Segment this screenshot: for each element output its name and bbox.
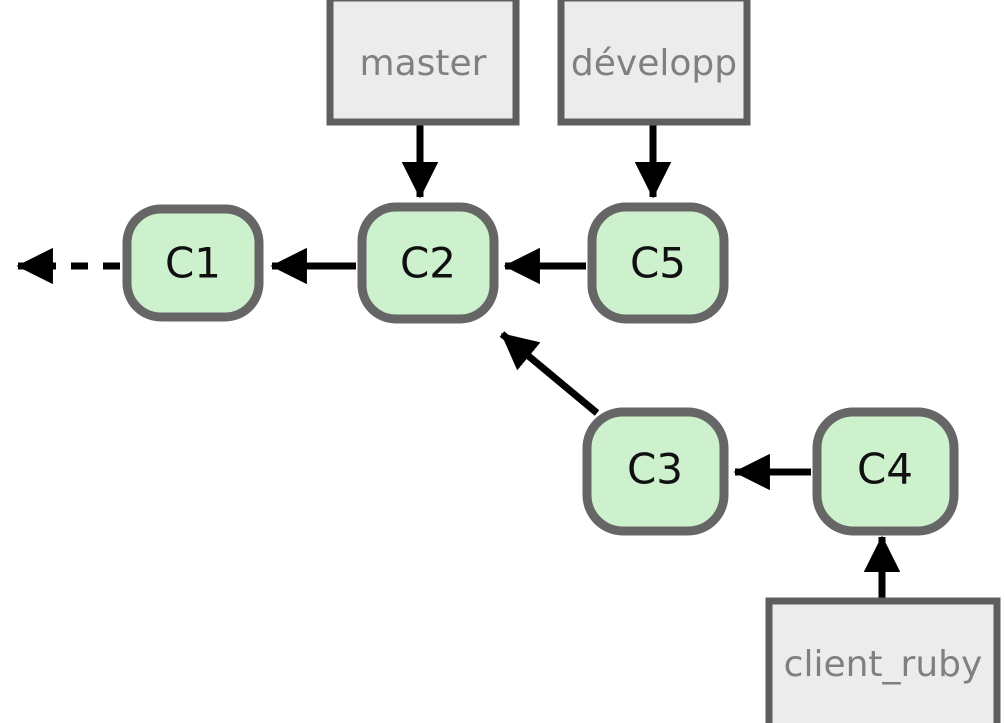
commit-node-c1[interactable]: C1 [122,204,264,322]
branch-label-client-ruby-text: client_ruby [784,644,983,685]
commit-label-c1: C1 [165,239,221,288]
commit-label-c3: C3 [627,445,683,494]
commit-label-c2: C2 [400,239,456,288]
branch-label-master[interactable]: master [326,0,520,126]
commit-label-c4: C4 [857,445,913,494]
branch-label-develop[interactable]: développ [557,0,751,126]
commit-node-c4[interactable]: C4 [812,407,959,536]
commit-node-c2[interactable]: C2 [357,202,499,324]
branch-label-client-ruby[interactable]: client_ruby [765,597,1001,723]
commit-node-c3[interactable]: C3 [582,407,729,536]
branch-label-develop-text: développ [571,43,737,84]
commit-label-c5: C5 [630,239,686,288]
commit-node-c5[interactable]: C5 [587,202,729,324]
edge-c3-to-c2 [499,331,600,416]
branch-label-master-text: master [360,43,487,84]
